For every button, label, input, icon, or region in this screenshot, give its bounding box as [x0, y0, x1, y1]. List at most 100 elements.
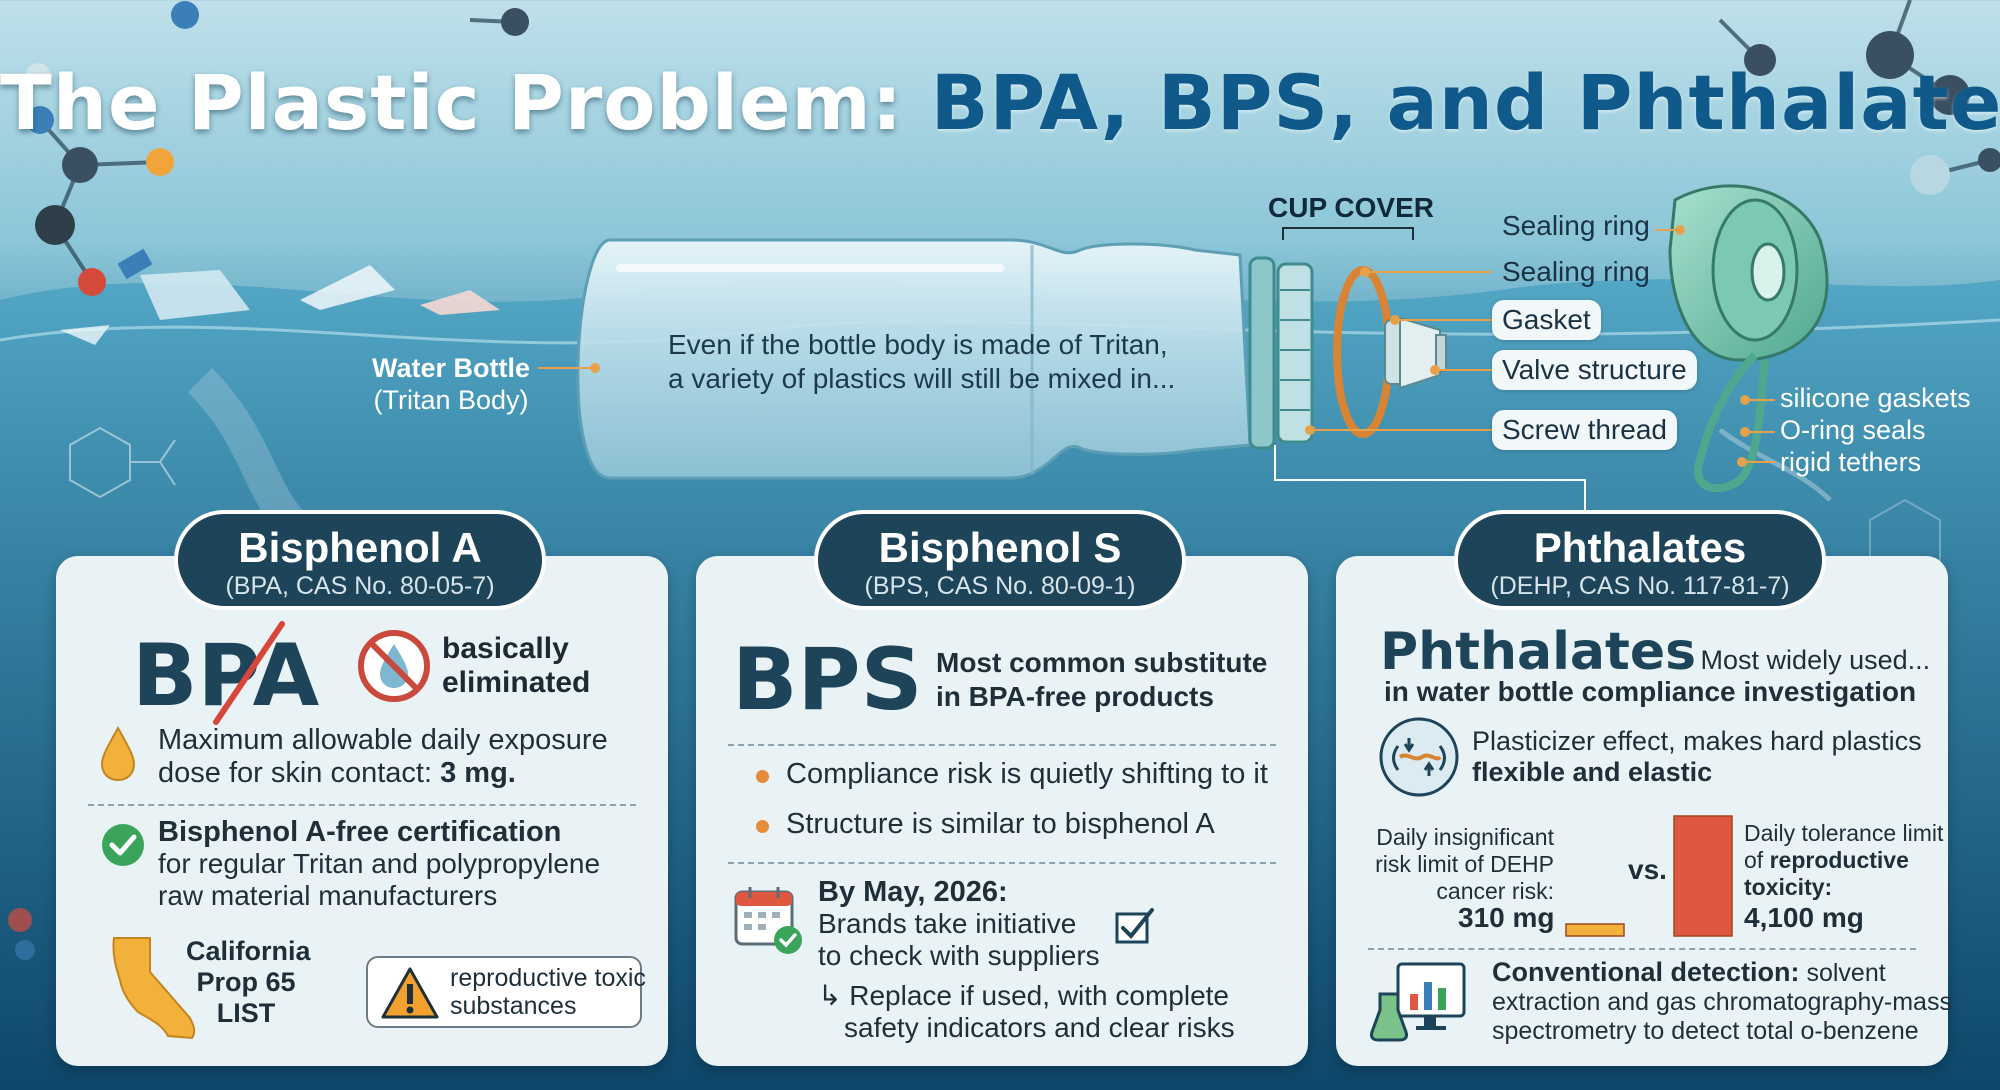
bps-substitute-text: Most common substitute in BPA-free produ… [936, 646, 1267, 714]
phthalates-title-row: Phthalates Most widely used... [1380, 622, 1930, 682]
reproductive-limit-bold: reproductive [1769, 847, 1909, 873]
divider [728, 744, 1276, 746]
warning-line-2: substances [450, 992, 577, 1020]
bps-replace-text: ↳ Replace if used, with complete safety … [818, 980, 1235, 1044]
bps-deadline-line-2: to check with suppliers [818, 940, 1100, 971]
water-bottle-label-sub: (Tritan Body) [373, 385, 529, 415]
bpa-strike-icon [213, 621, 285, 725]
phthalates-card-header: Phthalates (DEHP, CAS No. 117-81-7) [1454, 510, 1826, 610]
divider [88, 804, 636, 806]
reproductive-limit-line-1: Daily tolerance limit [1744, 820, 1944, 846]
dehp-cancer-limit-line-1: Daily insignificant [1376, 824, 1554, 850]
detection-line-3: spectrometry to detect total o-benzene [1492, 1017, 1919, 1045]
bpa-exposure-prefix: dose for skin contact: [158, 757, 441, 789]
warning-text: reproductive toxic substances [450, 964, 646, 1020]
bpa-subheading: (BPA, CAS No. 80-05-7) [225, 572, 495, 600]
bpa-card: BPA basically eliminated Maximum allowab… [56, 556, 668, 1066]
reproductive-limit-label: Daily tolerance limit of reproductive to… [1744, 820, 1943, 901]
phthalates-most-used: Most widely used... [1700, 645, 1931, 675]
phthalates-heading: Phthalates [1533, 524, 1747, 571]
no-water-icon [358, 630, 430, 702]
water-bottle-label-title: Water Bottle [372, 353, 531, 383]
bpa-cert-title: Bisphenol A-free certification [158, 816, 562, 848]
bps-big-text: BPS [732, 630, 923, 730]
plasticizer-flex-icon [1379, 717, 1459, 797]
bps-heading: Bisphenol S [878, 524, 1122, 571]
warning-icon [381, 967, 439, 1019]
bps-deadline-line-1: Brands take initiative [818, 908, 1077, 939]
bps-bullet-2: Structure is similar to bisphenol A [786, 808, 1215, 840]
bps-card: BPS Most common substitute in BPA-free p… [696, 556, 1308, 1066]
part-label-valve-structure: Valve structure [1492, 350, 1697, 390]
detection-text: Conventional detection: solvent extracti… [1492, 958, 1952, 1046]
bpa-heading: Bisphenol A [238, 524, 482, 571]
water-bottle-label: Water Bottle (Tritan Body) [372, 352, 530, 416]
bpa-exposure-value: 3 mg. [440, 757, 516, 789]
dehp-cancer-limit-value: 310 mg [1458, 902, 1555, 933]
bps-substitute-line-1: Most common substitute [936, 647, 1268, 678]
bpa-exposure-line-1: Maximum allowable daily exposure [158, 724, 608, 756]
cup-cover-label: CUP COVER [1268, 192, 1434, 223]
reproductive-limit-value: 4,100 mg [1744, 902, 1864, 933]
prop65-label: California Prop 65 LIST [186, 936, 311, 1029]
prop65-line-2: Prop 65 [196, 967, 296, 997]
part-label-sealing-ring-1: Sealing ring [1502, 210, 1650, 241]
title-part-1: The Plastic Problem: [0, 58, 931, 147]
reproductive-limit-prefix: of [1744, 847, 1770, 873]
detection-line-1: solvent [1799, 959, 1886, 987]
phthalates-investigation: in water bottle compliance investigation [1384, 676, 1917, 707]
cap-feature-silicone-gaskets: silicone gaskets [1780, 383, 1971, 413]
bps-subheading: (BPS, CAS No. 80-09-1) [864, 572, 1136, 600]
part-label-gasket: Gasket [1492, 300, 1601, 340]
reproductive-toxic-warning: reproductive toxic substances [366, 956, 646, 1028]
bpa-eliminated-line-2: eliminated [442, 666, 591, 699]
phthalates-subheading: (DEHP, CAS No. 117-81-7) [1490, 572, 1790, 600]
bps-bullet-1: Compliance risk is quietly shifting to i… [786, 758, 1268, 790]
calendar-check-icon [734, 887, 802, 954]
page-title: The Plastic Problem: BPA, BPS, and Phtha… [0, 58, 2000, 147]
lab-analysis-icon [1370, 962, 1466, 1042]
bpa-eliminated-badge: basically eliminated [442, 632, 590, 700]
dehp-comparison-chart [1565, 815, 1733, 937]
phthalates-effect-text: Plasticizer effect, makes hard plastics … [1472, 726, 1922, 788]
phthalates-card: Phthalates Most widely used... in water … [1336, 556, 1952, 1066]
bps-substitute-line-2: in BPA-free products [936, 681, 1214, 712]
phthalates-big-text: Phthalates [1380, 622, 1697, 682]
bpa-exposure-line-2: dose for skin contact: 3 mg. [158, 757, 608, 790]
bottle-caption: Even if the bottle body is made of Trita… [668, 328, 1175, 396]
prop65-line-1: California [186, 936, 311, 966]
divider [728, 862, 1276, 864]
dehp-cancer-limit-bar [1565, 923, 1625, 937]
bullet-dot [756, 770, 769, 783]
cap-feature-o-ring-seals: O-ring seals [1780, 415, 1926, 445]
part-label-sealing-ring-2: Sealing ring [1502, 256, 1650, 287]
bps-card-header: Bisphenol S (BPS, CAS No. 80-09-1) [814, 510, 1186, 610]
vs-label: vs. [1628, 854, 1667, 885]
bottle-caption-line-2: a variety of plastics will still be mixe… [668, 363, 1176, 394]
dehp-cancer-limit-line-2: risk limit of DEHP [1375, 851, 1554, 877]
phthalates-effect-line-1: Plasticizer effect, makes hard plastics [1472, 726, 1922, 756]
dehp-cancer-limit-line-3: cancer risk: [1436, 878, 1554, 904]
bpa-eliminated-line-1: basically [442, 632, 569, 665]
bpa-cert-text: Bisphenol A-free certification for regul… [158, 816, 600, 912]
detection-line-2: extraction and gas chromatography-mass [1492, 988, 1952, 1016]
cap-feature-rigid-tethers: rigid tethers [1780, 447, 1922, 477]
bpa-card-header: Bisphenol A (BPA, CAS No. 80-05-7) [174, 510, 546, 610]
bpa-cert-line-1: for regular Tritan and polypropylene [158, 848, 601, 879]
return-arrow-icon: ↳ [818, 980, 850, 1011]
bps-replace-line-2: safety indicators and clear risks [844, 1012, 1235, 1043]
detection-title: Conventional detection: [1492, 957, 1800, 987]
warning-line-1: reproductive toxic [450, 964, 646, 992]
bullet-dot [756, 820, 769, 833]
bottle-caption-line-1: Even if the bottle body is made of Trita… [668, 329, 1168, 360]
bpa-cert-line-2: raw material manufacturers [158, 880, 498, 911]
part-label-screw-thread: Screw thread [1492, 410, 1677, 450]
bps-deadline-text: By May, 2026: Brands take initiative to … [818, 876, 1100, 972]
reproductive-limit-line-3: toxicity: [1744, 874, 1833, 900]
bps-replace-line-1: Replace if used, with complete [849, 980, 1229, 1011]
reproductive-limit-bar [1673, 815, 1733, 937]
california-map-icon [112, 937, 196, 1040]
checkbox-checked-icon [1115, 908, 1154, 944]
prop65-line-3: LIST [216, 998, 276, 1028]
droplet-icon [100, 726, 136, 782]
